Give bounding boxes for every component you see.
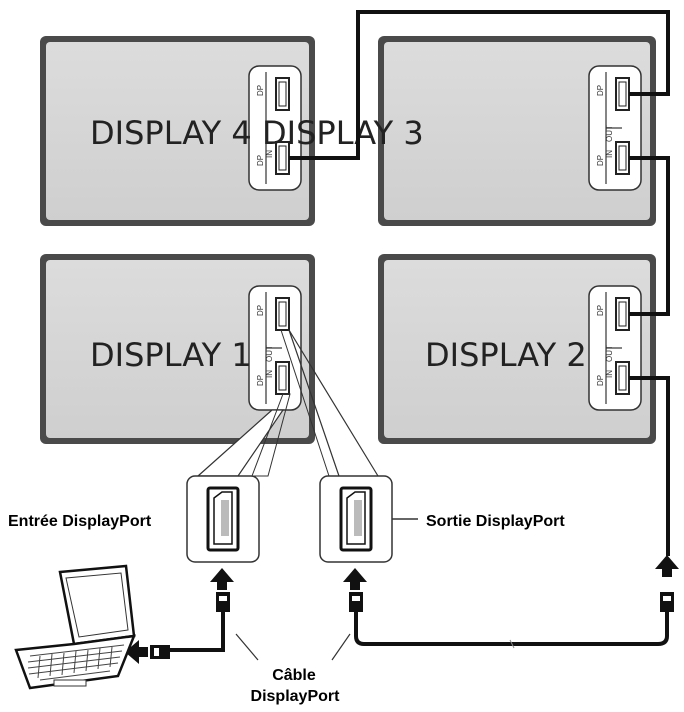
display-3-dp-label: DP — [596, 85, 605, 96]
cable-d2-in — [629, 376, 670, 556]
arrow-up-icon-3 — [655, 555, 679, 577]
plug-icon-laptop — [150, 645, 170, 659]
display-3-screen — [384, 42, 650, 220]
display-3-dp-label-2: DP — [596, 155, 605, 166]
cable-d2-to-d3 — [629, 156, 670, 316]
display-4-in-label: IN — [265, 150, 274, 158]
plug-icon-display2 — [660, 592, 674, 612]
display-2-dp-out-port — [615, 297, 630, 331]
output-port-callout — [280, 329, 418, 563]
display-1-screen — [46, 260, 309, 438]
display-1-dp-in-port — [275, 361, 290, 395]
display-3-dp-in-port — [615, 141, 630, 175]
display-2-out-label: OUT — [605, 345, 614, 362]
cable-laptop-to-d1 — [170, 612, 225, 652]
source-cables — [170, 376, 670, 652]
output-label: Sortie DisplayPort — [426, 513, 565, 530]
display-2-dp-label: DP — [596, 305, 605, 316]
display-3-out-label: OUT — [605, 125, 614, 142]
cable-callout-lines — [235, 633, 351, 661]
display-3: DP DP IN OUT DISPLAY 3 — [262, 36, 656, 226]
display-1-dp-out-port — [275, 297, 290, 331]
display-2-label: DISPLAY 2 — [425, 336, 587, 374]
arrow-left-icon — [125, 640, 148, 664]
display-2-in-label: IN — [605, 370, 614, 378]
arrow-up-icon — [210, 568, 234, 590]
input-port-callout — [186, 393, 291, 563]
display-1-in-label: IN — [265, 370, 274, 378]
display-4-screen — [46, 42, 309, 220]
display-1-dp-label-2: DP — [256, 375, 265, 386]
daisy-chain-cables — [289, 10, 670, 316]
display-1-dp-label: DP — [256, 305, 265, 316]
display-4-dp-label: DP — [256, 85, 265, 96]
plug-icon-input — [216, 592, 230, 612]
display-4-dp-label-2: DP — [256, 155, 265, 166]
cable-d3-to-d4 — [289, 10, 670, 160]
input-label: Entrée DisplayPort — [8, 513, 152, 530]
connection-arrows — [125, 555, 679, 664]
display-1-label: DISPLAY 1 — [90, 336, 252, 374]
cable-label-line1: Câble — [272, 667, 316, 684]
display-2-dp-label-2: DP — [596, 375, 605, 386]
display-4-dp-out-port — [275, 77, 290, 111]
display-1-out-label: OUT — [265, 345, 274, 362]
arrow-up-icon-2 — [343, 568, 367, 590]
display-2-dp-in-port — [615, 361, 630, 395]
cable-label-line2: DisplayPort — [251, 688, 341, 705]
display-4: DP DP IN DISPLAY 4 — [40, 36, 315, 226]
laptop — [14, 564, 136, 690]
plug-icon-output — [349, 592, 363, 612]
display-1: DP DP IN OUT DISPLAY 1 — [40, 254, 315, 444]
display-3-in-label: IN — [605, 150, 614, 158]
display-3-dp-out-port — [615, 77, 630, 111]
display-2: DP DP IN OUT DISPLAY 2 — [378, 254, 656, 444]
cable-d1-to-d2 — [354, 612, 669, 646]
dp-plugs — [150, 592, 674, 659]
display-2-screen — [384, 260, 650, 438]
display-4-label: DISPLAY 4 — [90, 114, 252, 152]
display-3-label: DISPLAY 3 — [262, 114, 424, 152]
